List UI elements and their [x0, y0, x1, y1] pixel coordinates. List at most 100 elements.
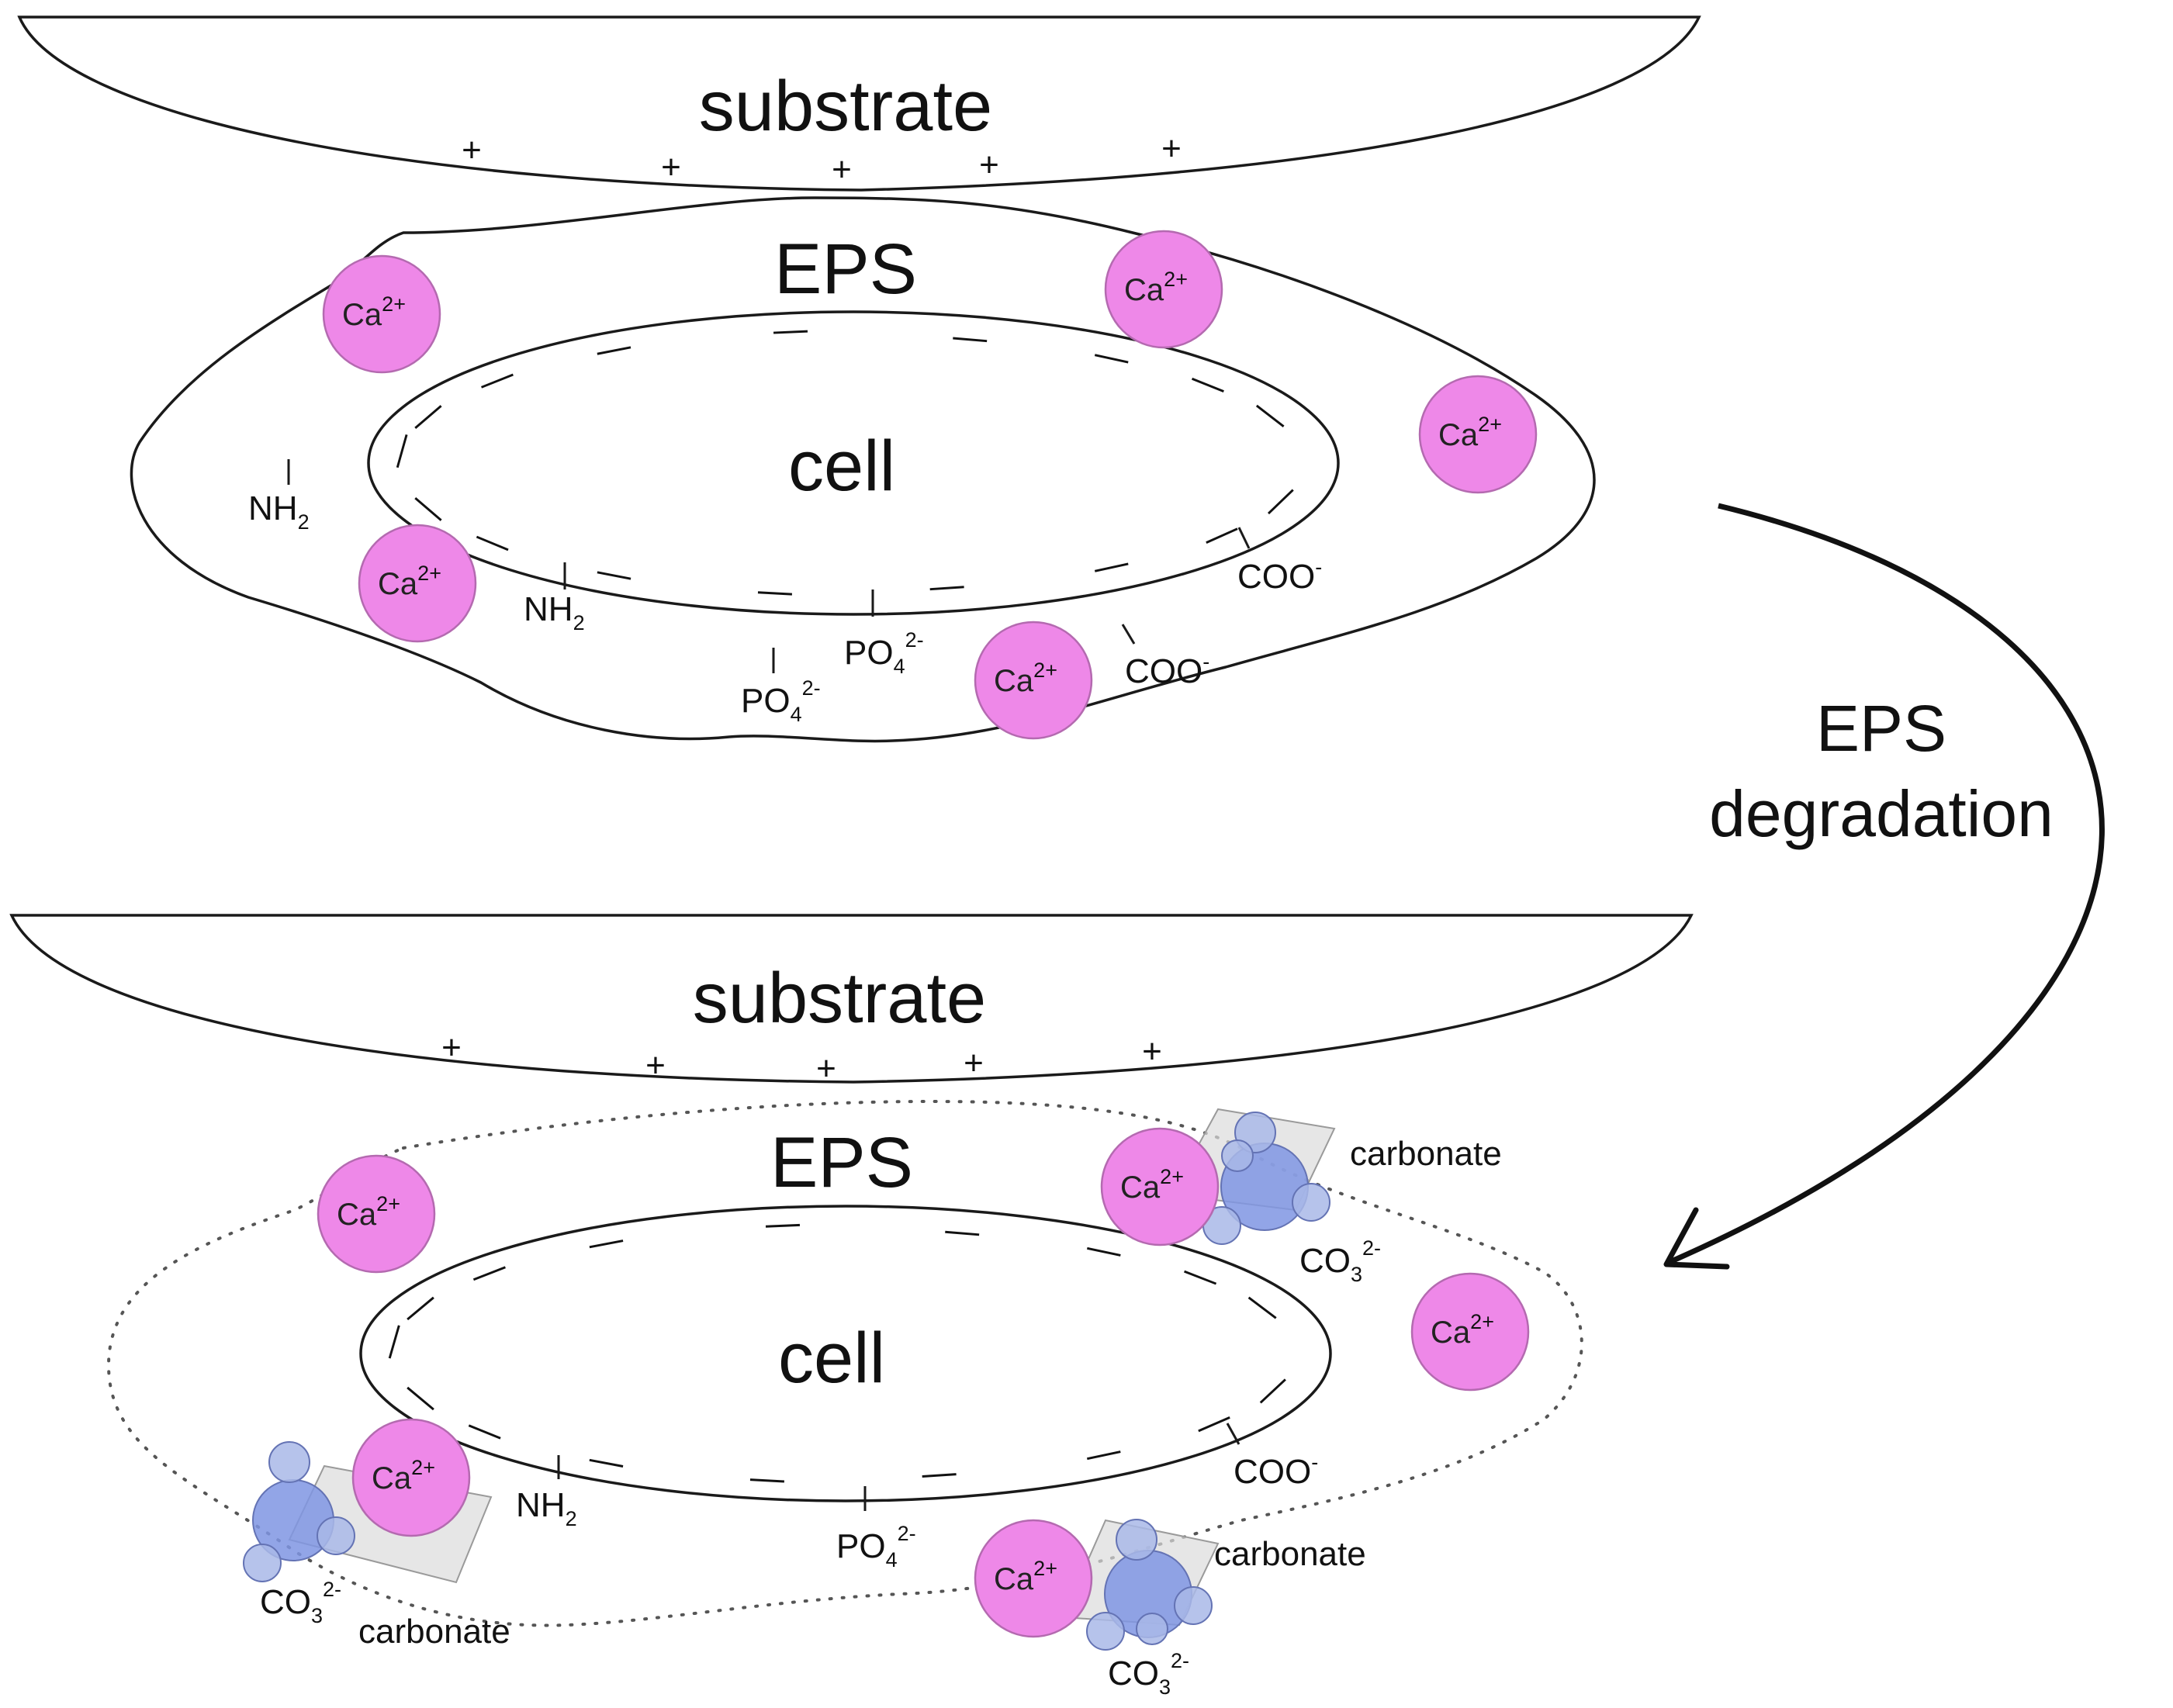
- plus-sign: +: [816, 1049, 836, 1087]
- water-sphere: [1136, 1613, 1168, 1645]
- calcium-ion-circle: [322, 254, 441, 374]
- carbonate-label: carbonate: [1214, 1535, 1366, 1573]
- water-sphere: [1086, 1612, 1125, 1651]
- water-sphere: [317, 1516, 355, 1555]
- bond-line: [1226, 1423, 1240, 1445]
- minus-sign: —: [944, 1210, 981, 1250]
- minus-sign: —: [594, 551, 635, 595]
- plus-sign: +: [1142, 1032, 1162, 1070]
- plus-sign: +: [462, 131, 482, 169]
- calcium-ion-label: Ca2+: [1120, 1165, 1184, 1205]
- calcium-ion-circle: [1100, 1127, 1220, 1246]
- degradation-arrowhead: [1663, 1207, 1730, 1270]
- co3-ion: CO32-: [1108, 1649, 1189, 1699]
- minus-sign: —: [1084, 1227, 1125, 1271]
- coo-group: COO-: [1234, 1450, 1318, 1491]
- calcium-ion-label: Ca2+: [378, 562, 441, 601]
- bottom-functional-groups: NH2 PO42- COO-: [516, 1423, 1318, 1571]
- minus-sign: —: [952, 316, 989, 357]
- water-sphere: [1174, 1586, 1213, 1625]
- calcium-ion: Ca2+: [358, 524, 477, 643]
- nh2-group: NH2: [248, 489, 310, 534]
- minus-sign: —: [1084, 1436, 1125, 1480]
- calcium-ion: Ca2+: [1418, 375, 1538, 494]
- top-eps-label: EPS: [774, 230, 917, 309]
- water-sphere: [1116, 1519, 1157, 1561]
- bottom-cell-membrane: [359, 1205, 1332, 1502]
- bottom-cell-label: cell: [778, 1319, 885, 1398]
- plus-sign: +: [441, 1029, 462, 1067]
- calcium-ion-label: Ca2+: [994, 659, 1057, 698]
- calcium-ion: Ca2+: [1100, 1127, 1220, 1246]
- calcium-ion-label: Ca2+: [342, 292, 406, 332]
- degradation-arrow: [1666, 503, 2105, 1266]
- bottom-eps-boundary-dotted: [106, 1099, 1583, 1627]
- top-substrate-shape: [17, 16, 1701, 192]
- calcium-ion-circle: [351, 1418, 471, 1537]
- top-cell-label: cell: [788, 427, 895, 506]
- bottom-panel: substrate + + + + + EPS cell ———————————…: [9, 914, 1694, 1699]
- coo-group: COO-: [1125, 650, 1209, 690]
- calcium-ion-circle: [974, 1519, 1093, 1638]
- minus-sign: —: [749, 1458, 786, 1498]
- carbonate-cluster: [1061, 1519, 1220, 1651]
- minus-sign: —: [1092, 334, 1133, 379]
- co3-ion: CO32-: [1299, 1236, 1381, 1286]
- po4-group: PO42-: [741, 676, 821, 726]
- top-panel: substrate + + + + + EPS cell ———————————…: [17, 16, 1701, 743]
- arrow-label-line2: degradation: [1709, 777, 2054, 850]
- calcium-ion-label: Ca2+: [372, 1456, 435, 1495]
- minus-sign: —: [929, 571, 965, 611]
- calcium-ion: Ca2+: [322, 254, 441, 374]
- minus-sign: —: [765, 1208, 801, 1248]
- minus-sign: —: [757, 571, 794, 610]
- carbonate-label: carbonate: [1350, 1135, 1502, 1173]
- top-cell-membrane: [367, 310, 1340, 616]
- minus-sign: —: [594, 331, 635, 375]
- calcium-ion-label: Ca2+: [337, 1192, 400, 1232]
- carbonate-cluster: [1170, 1108, 1336, 1245]
- calcium-ion-label: Ca2+: [1124, 268, 1188, 307]
- calcium-ion: Ca2+: [974, 621, 1093, 740]
- water-sphere: [243, 1544, 282, 1582]
- calcium-ion-circle: [358, 524, 477, 643]
- minus-sign: —: [382, 430, 427, 474]
- co3-ion: CO32-: [260, 1578, 341, 1627]
- minus-sign: —: [374, 1321, 420, 1364]
- plus-sign: +: [832, 150, 852, 188]
- minus-sign: —: [587, 1439, 627, 1482]
- bond-line: [1237, 527, 1251, 549]
- bottom-calcium-ions: Ca2+Ca2+Ca2+Ca2+Ca2+: [317, 1127, 1530, 1638]
- minus-sign: —: [921, 1457, 957, 1498]
- bottom-substrate-shape: [9, 914, 1694, 1084]
- po4-group: PO42-: [844, 628, 924, 678]
- water-sphere: [1221, 1139, 1254, 1172]
- water-sphere: [1292, 1183, 1330, 1222]
- calcium-ion-circle: [1410, 1272, 1530, 1392]
- bottom-substrate-charges: + + + + +: [441, 1029, 1162, 1087]
- calcium-ion-circle: [974, 621, 1093, 740]
- coo-group: COO-: [1237, 555, 1322, 596]
- minus-sign: —: [1092, 548, 1133, 592]
- calcium-ion: Ca2+: [317, 1154, 436, 1274]
- plus-sign: +: [979, 146, 999, 184]
- calcium-ion-label: Ca2+: [1431, 1310, 1494, 1350]
- nh2-group: NH2: [524, 590, 585, 634]
- arrow-label-line1: EPS: [1816, 692, 1946, 765]
- calcium-ion-circle: [1418, 375, 1538, 494]
- degradation-arrow-group: EPS degradation: [1663, 503, 2105, 1270]
- plus-sign: +: [645, 1046, 666, 1084]
- calcium-ion-circle: [1104, 230, 1223, 349]
- top-eps-boundary: [130, 196, 1596, 743]
- top-substrate-charges: + + + + +: [462, 130, 1182, 188]
- top-functional-groups: NH2 NH2 PO42- PO42- COO- COO-: [248, 459, 1322, 726]
- po4-group: PO42-: [836, 1522, 916, 1571]
- plus-sign: +: [1161, 130, 1182, 168]
- calcium-ion: Ca2+: [1410, 1272, 1530, 1392]
- carbonate-label: carbonate: [358, 1613, 510, 1651]
- bond-line: [1121, 624, 1136, 645]
- minus-sign: —: [587, 1225, 627, 1268]
- calcium-ion: Ca2+: [1104, 230, 1223, 349]
